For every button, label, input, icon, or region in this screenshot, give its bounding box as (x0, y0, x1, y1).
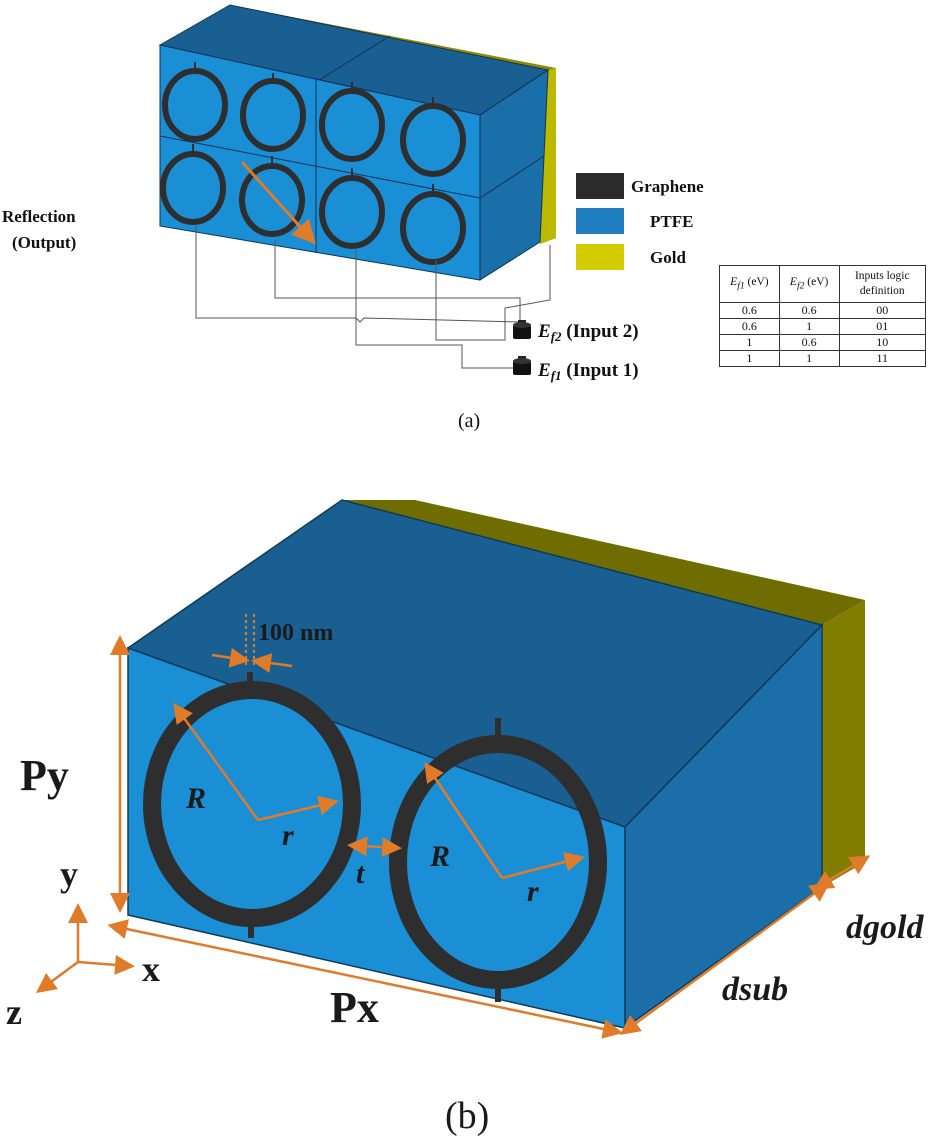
t-arrow (347, 836, 402, 858)
R-label-left: R (185, 782, 206, 815)
table-cell: 11 (838, 350, 926, 367)
input-connector-1 (513, 356, 531, 375)
dsub-arrow (619, 882, 831, 1035)
legend-label-gold: Gold (650, 248, 686, 267)
axis-y-label: y (60, 854, 78, 894)
output-label-line2: (Output) (12, 233, 76, 252)
legend-swatch-gold (576, 244, 624, 270)
table-cell: 1 (719, 334, 780, 351)
panel-b: 100 nm Py Px R r t R r dsub dgold y x z … (6, 499, 924, 1137)
table-cell: 1 (719, 350, 780, 367)
gap-label: 100 nm (258, 620, 333, 646)
table-cell: 1 (778, 350, 840, 367)
px-label: Px (330, 983, 379, 1032)
t-label: t (356, 857, 366, 890)
r-label-right: r (527, 875, 539, 908)
py-label: Py (20, 751, 69, 800)
legend-label-graphene: Graphene (631, 177, 704, 196)
legend-label-ptfe: PTFE (650, 212, 693, 231)
dsub-label: dsub (722, 971, 788, 1008)
panel-b-gold-top (342, 500, 865, 625)
table-cell: 1 (778, 318, 840, 335)
panel-b-gold-layer (822, 600, 865, 887)
px-arrow (107, 919, 623, 1039)
gap-arrow (211, 647, 250, 668)
r-arrow-left (257, 795, 339, 822)
input-1-label: Ef1 (Input 1) (537, 360, 639, 383)
axis-z-label: z (6, 992, 22, 1032)
legend-swatch-ptfe (576, 208, 624, 234)
legend-swatch-graphene (576, 173, 624, 199)
table-cell: 10 (838, 334, 926, 351)
table-cell: 0.6 (778, 302, 840, 319)
axes-triad (35, 903, 135, 993)
r-arrow-right (501, 852, 585, 880)
input-2-label: Ef2 (Input 2) (537, 321, 639, 344)
panel-a-wiring (195, 226, 551, 369)
header-ef2: Ef2 (eV) (778, 265, 840, 303)
table-row: 1 1 11 (719, 350, 926, 367)
R-arrow-right (424, 761, 504, 879)
input-connector-2 (513, 320, 531, 339)
table-cell: 0.6 (719, 318, 780, 335)
R-label-right: R (429, 840, 450, 873)
axis-x-label: x (142, 949, 160, 989)
panel-a: Graphene PTFE Gold Reflection (Output) E… (2, 4, 704, 432)
dgold-label: dgold (846, 909, 924, 946)
header-ef1: Ef1 (eV) (719, 265, 780, 303)
dgold-arrow (813, 855, 871, 890)
table-row: 1 0.6 10 (719, 334, 926, 351)
table-cell: 0.6 (778, 334, 840, 351)
r-label-left: r (282, 819, 294, 852)
gap-arrow-2 (251, 653, 293, 673)
table-cell: 01 (838, 318, 926, 335)
table-cell: 0.6 (719, 302, 780, 319)
R-arrow-left (173, 702, 260, 821)
table-row: 0.6 1 01 (719, 318, 926, 335)
reflection-arrow (240, 160, 317, 245)
output-label-line1: Reflection (2, 207, 76, 226)
panel-a-caption: (a) (458, 410, 480, 432)
table-row: 0.6 0.6 00 (719, 302, 926, 319)
table-cell: 00 (838, 302, 926, 319)
panel-b-caption: (b) (445, 1095, 489, 1137)
panel-a-ptfe-front (159, 44, 481, 281)
